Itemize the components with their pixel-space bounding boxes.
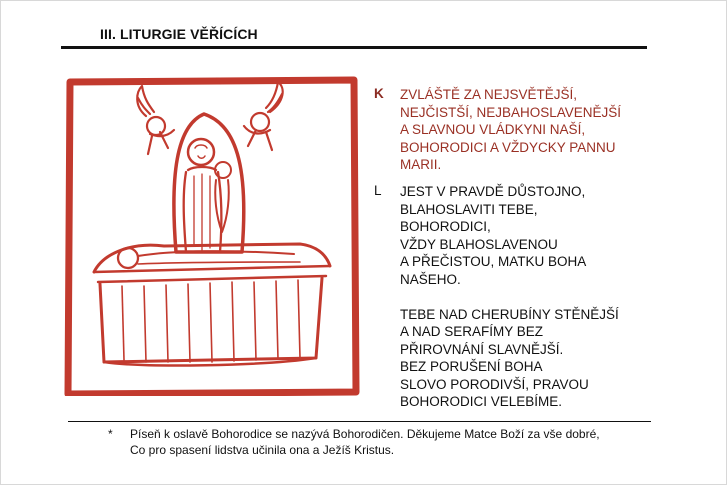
- verse-k-line: MARII.: [400, 157, 442, 172]
- footnote-line-2: Co pro spasení lidstva učinila ona a Jež…: [130, 443, 395, 457]
- footnote: * Píseň k oslavě Bohorodice se nazývá Bo…: [108, 426, 600, 458]
- verse-marker-l: L: [374, 183, 382, 198]
- footnote-text: Píseň k oslavě Bohorodice se nazývá Boho…: [130, 426, 600, 458]
- verse-k-text: ZVLÁŠTĚ ZA NEJSVĚTĚJŠÍ, NEJČISTŠÍ, NEJBA…: [400, 86, 674, 174]
- footnote-marker: *: [108, 427, 113, 441]
- verse-l-line: JEST V PRAVDĚ DŮSTOJNO,: [400, 184, 586, 199]
- verse-l-line: VŽDY BLAHOSLAVENOU: [400, 236, 558, 252]
- verse-l-line: BOHORODICI,: [400, 219, 491, 234]
- verse-l-line: BLAHOSLAVITI TEBE,: [400, 201, 538, 217]
- verse-l-line: PŘIROVNÁNÍ SLAVNĚJŠÍ.: [400, 341, 564, 357]
- verse-k: K ZVLÁŠTĚ ZA NEJSVĚTĚJŠÍ, NEJČISTŠÍ, NEJ…: [374, 86, 674, 174]
- footnote-divider: [68, 421, 651, 422]
- verse-k-line: ZVLÁŠTĚ ZA NEJSVĚTĚJŠÍ,: [400, 87, 578, 102]
- verse-l-line: SLOVO PORODIVŠÍ, PRAVOU: [400, 376, 589, 392]
- verse-k-line: A SLAVNOU VLÁDKYNI NAŠÍ,: [400, 122, 586, 137]
- verse-l-line: TEBE NAD CHERUBÍNY STĚNĚJŠÍ: [400, 306, 619, 322]
- title-underline: [61, 46, 647, 49]
- verse-k-line: NEJČISTŠÍ, NEJBAHOSLAVENĚJŠÍ: [400, 104, 622, 120]
- verse-l-line: BOHORODICI VELEBÍME.: [400, 394, 563, 409]
- verse-l-text: JEST V PRAVDĚ DŮSTOJNO, BLAHOSLAVITI TEB…: [400, 183, 674, 411]
- verse-l-line: A PŘEČISTOU, MATKU BOHA: [400, 254, 587, 269]
- verse-l-line: NAŠEHO.: [400, 271, 461, 287]
- verse-l-line: A NAD SERAFÍMY BEZ: [400, 324, 544, 339]
- dormition-icon: [64, 76, 360, 396]
- verse-marker-k: K: [374, 86, 384, 101]
- stanza-gap: [400, 288, 674, 306]
- verse-l: L JEST V PRAVDĚ DŮSTOJNO, BLAHOSLAVITI T…: [374, 183, 674, 411]
- footnote-line-1: Píseň k oslavě Bohorodice se nazývá Boho…: [130, 427, 600, 441]
- verse-k-line: BOHORODICI A VŽDYCKY PANNU: [400, 139, 616, 155]
- dormition-illustration: [64, 76, 360, 396]
- page-title: III. LITURGIE VĚŘÍCÍCH: [100, 26, 258, 42]
- verse-l-line: BEZ PORUŠENÍ BOHA: [400, 359, 543, 374]
